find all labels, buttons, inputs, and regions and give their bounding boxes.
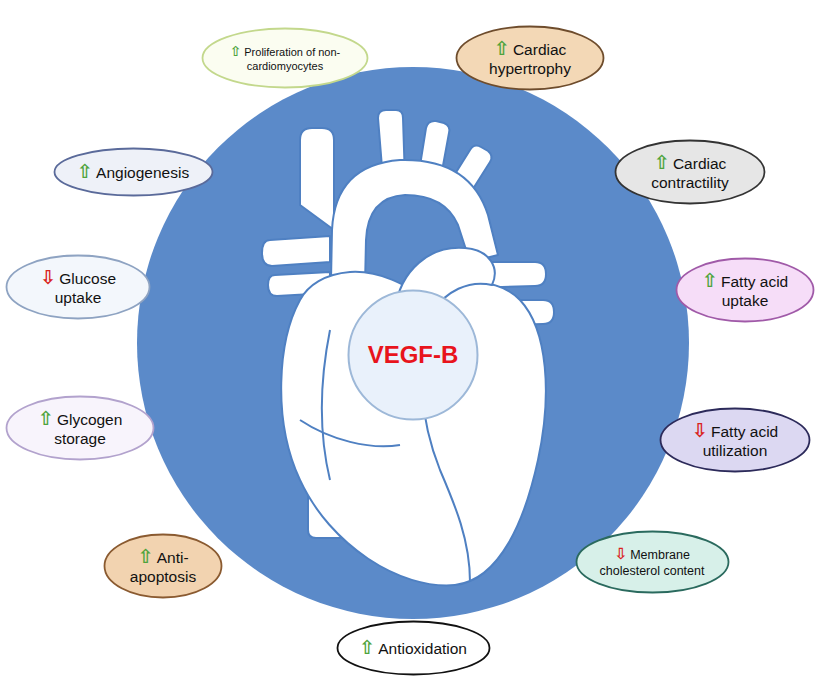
text-block: ⇧Antioxidation (359, 637, 467, 659)
change-arrow: ⇧ (654, 151, 670, 174)
effect-oval: ⇧Antioxidation (336, 620, 491, 676)
heart-detail-lines (300, 315, 470, 582)
text-block: ⇩Fatty acid utilization (682, 420, 788, 460)
effect-label: Proliferation of non-cardiomyocytes (244, 46, 340, 72)
oval-outline (5, 395, 155, 461)
oval-shape (661, 409, 810, 472)
center-label: VEGF-B (368, 341, 459, 368)
oval-outline (614, 139, 766, 205)
oval-outline (455, 25, 605, 91)
effect-oval: ⇩Membrane cholesterol content (575, 530, 730, 594)
oval-shape (677, 259, 814, 322)
text-block: ⇧Anti-apoptosis (128, 546, 198, 586)
text-block: VEGF-B (368, 341, 459, 369)
effect-oval: ⇧Cardiac contractility (614, 139, 766, 205)
text-block: ⇧Cardiac hypertrophy (478, 38, 582, 78)
effect-label: Glucose uptake (55, 270, 116, 306)
oval-outline (103, 533, 223, 599)
change-arrow: ⇧ (77, 160, 93, 183)
oval-shape (576, 532, 728, 593)
heart-drawing (262, 110, 554, 585)
change-arrow: ⇧ (230, 43, 242, 59)
center-circle: VEGF-B (347, 289, 479, 421)
oval-shape (7, 397, 154, 460)
change-arrow: ⇧ (702, 269, 718, 292)
oval-outline (575, 530, 730, 594)
background-circle (137, 67, 689, 619)
oval-outline (675, 257, 815, 323)
text-block: ⇧Cardiac contractility (637, 152, 743, 192)
oval-outline (5, 254, 151, 320)
text-block: ⇧Fatty acid uptake (699, 270, 791, 310)
oval-shape (105, 535, 222, 598)
text-block: ⇧Proliferation of non-cardiomyocytes (226, 44, 344, 72)
oval-shape (7, 256, 150, 319)
effect-oval: ⇩Glucose uptake (5, 254, 151, 320)
text-block: ⇩Glucose uptake (33, 267, 123, 307)
oval-shape (457, 27, 604, 90)
change-arrow: ⇧ (38, 407, 54, 430)
effect-oval: ⇧Proliferation of non-cardiomyocytes (201, 27, 369, 89)
oval-shape (54, 149, 212, 196)
oval-shape (203, 29, 368, 88)
change-arrow: ⇧ (359, 636, 375, 659)
effect-label: Fatty acid utilization (703, 423, 779, 459)
change-arrow: ⇩ (614, 545, 627, 563)
change-arrow: ⇩ (40, 266, 56, 289)
effect-label: Antioxidation (378, 640, 467, 657)
oval-shape (337, 622, 489, 675)
effect-oval: ⇩Fatty acid utilization (659, 407, 811, 473)
change-arrow: ⇧ (494, 37, 510, 60)
change-arrow: ⇧ (137, 545, 153, 568)
oval-shape (616, 141, 765, 204)
effect-oval: ⇧Glycogen storage (5, 395, 155, 461)
text-block: ⇧Angiogenesis (77, 161, 189, 183)
effect-oval: ⇧Fatty acid uptake (675, 257, 815, 323)
oval-outline (201, 27, 369, 89)
effect-oval: ⇧Cardiac hypertrophy (455, 25, 605, 91)
effect-oval: ⇧Angiogenesis (53, 147, 214, 197)
oval-shape (349, 291, 478, 420)
oval-outline (659, 407, 811, 473)
effect-label: Fatty acid uptake (721, 273, 788, 309)
text-block: ⇧Glycogen storage (32, 408, 128, 448)
change-arrow: ⇩ (692, 419, 708, 442)
effect-label: Angiogenesis (96, 164, 189, 181)
effect-oval: ⇧Anti-apoptosis (103, 533, 223, 599)
text-block: ⇩Membrane cholesterol content (598, 546, 706, 578)
effect-label: Glycogen storage (54, 411, 122, 447)
